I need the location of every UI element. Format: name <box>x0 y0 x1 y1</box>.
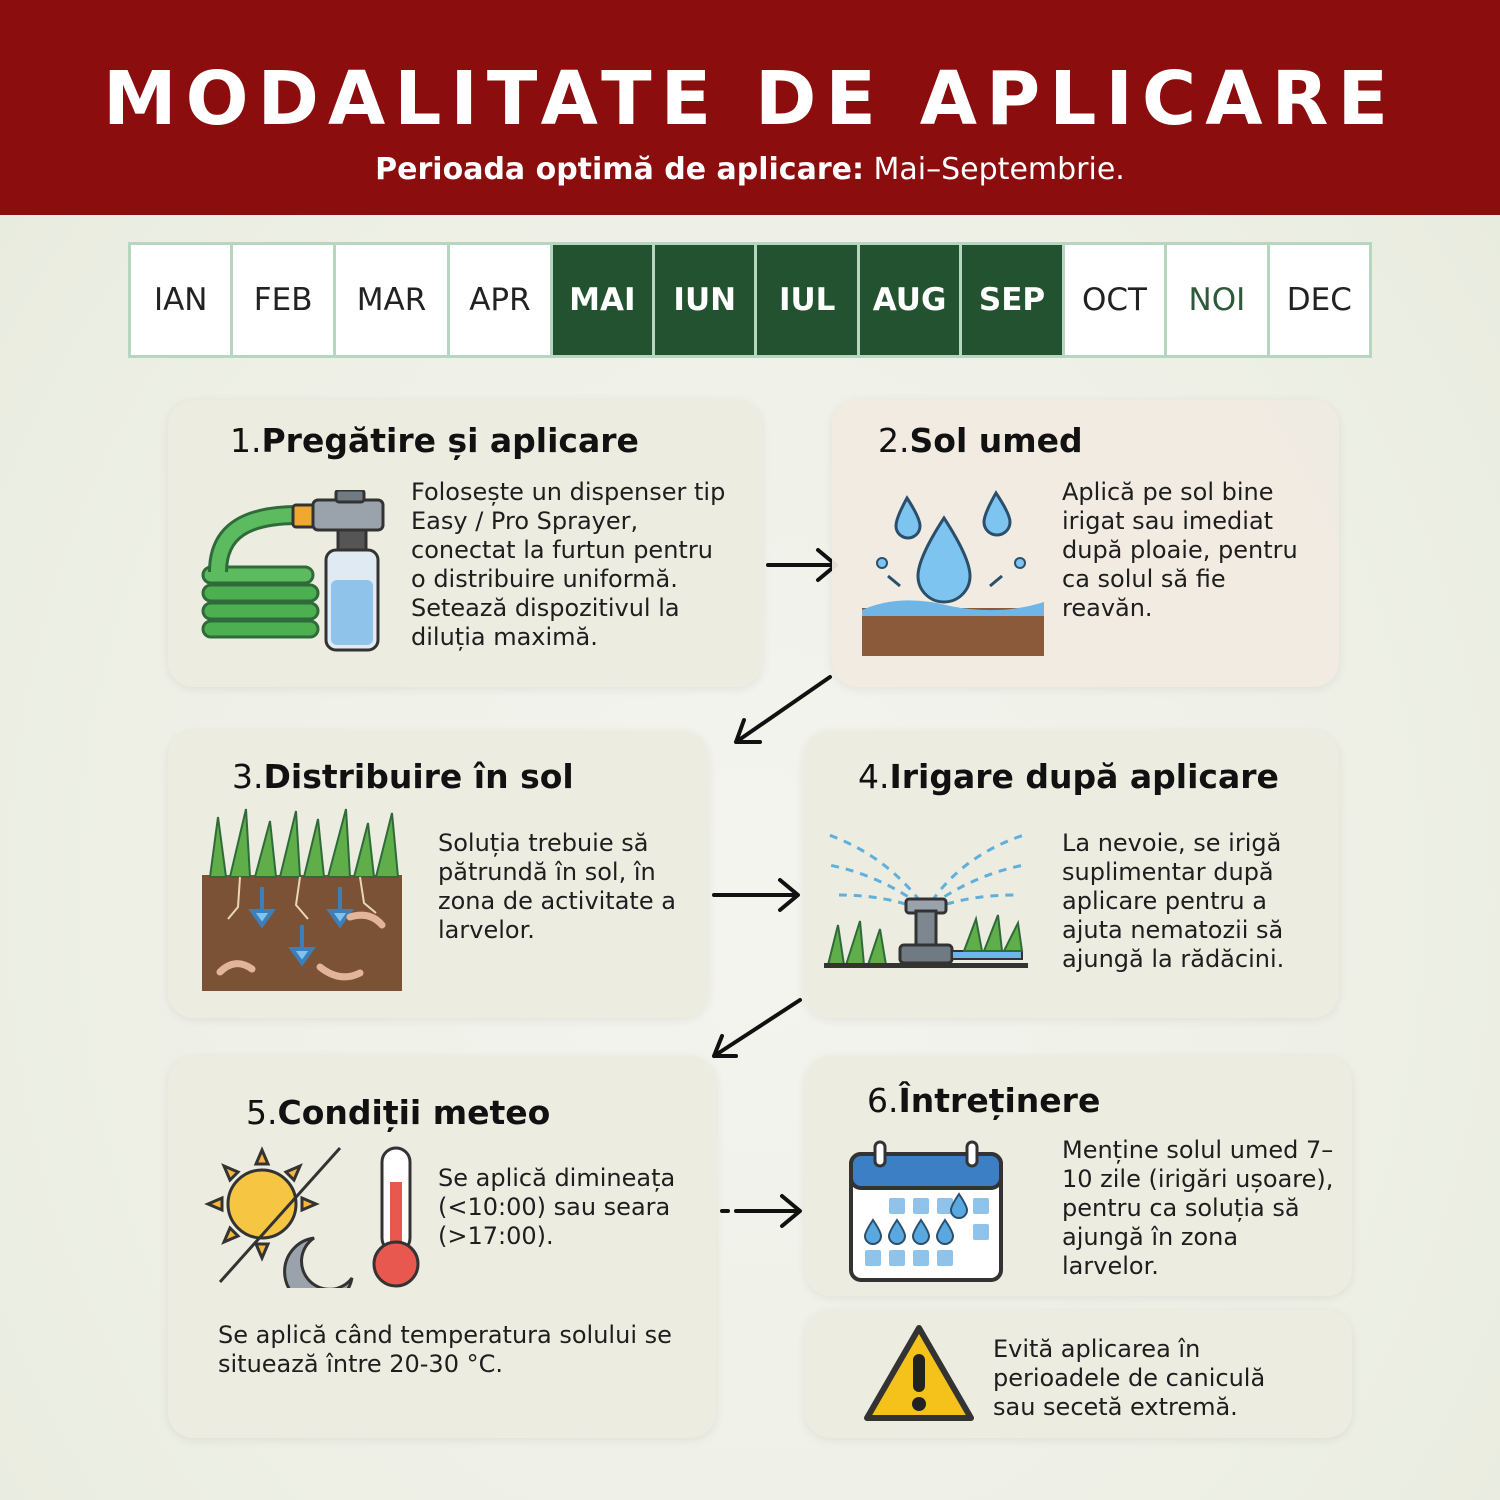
step-card-3: 3.Distribuire în sol Soluția trebuie să … <box>168 731 708 1018</box>
sprinkler-icon <box>824 833 1028 968</box>
month-cell: SEP <box>962 245 1065 355</box>
step-card-2: 2.Sol umed Aplică pe sol bine irigat sau… <box>832 400 1339 687</box>
month-cell: IAN <box>131 245 234 355</box>
page-subtitle: Perioada optimă de aplicare: Mai–Septemb… <box>0 155 1500 185</box>
step-text: Se aplică dimineața (<10:00) sau seara (… <box>438 1164 676 1250</box>
warning-icon <box>864 1325 974 1421</box>
month-cell: NOI <box>1167 245 1270 355</box>
arrow-right-icon <box>720 1194 802 1228</box>
step-title: 1.Pregătire și aplicare <box>230 421 639 460</box>
step-text: La nevoie, se irigă suplimentar după apl… <box>1062 829 1285 973</box>
warning-text: Evită aplicarea în perioadele de canicul… <box>993 1335 1266 1421</box>
month-cell: OCT <box>1064 245 1168 355</box>
arrow-right-icon <box>712 878 800 912</box>
step-note: Se aplică când temperatura solului se si… <box>218 1321 672 1378</box>
subtitle-period: Mai–Septembrie. <box>873 152 1125 187</box>
calendar-drops-icon <box>849 1140 1003 1282</box>
warning-card: Evită aplicarea în perioadele de canicul… <box>805 1310 1352 1438</box>
step-text: Folosește un dispenser tip Easy / Pro Sp… <box>411 478 726 651</box>
page-title: MODALITATE DE APLICARE <box>102 56 1398 142</box>
step-card-1: 1.Pregătire și aplicare Folosește un dis… <box>168 400 762 687</box>
subtitle-bold: Perioada optimă de aplicare: <box>375 152 864 187</box>
water-drops-soil-icon <box>862 490 1044 656</box>
step-text: Soluția trebuie să pătrundă în sol, în z… <box>438 829 676 944</box>
month-cell: IUL <box>757 245 860 355</box>
arrow-right-icon <box>766 548 838 582</box>
month-cell: MAI <box>552 245 656 355</box>
step-text: Menține solul umed 7–10 zile (irigări uș… <box>1062 1136 1334 1280</box>
step-title: 5.Condiții meteo <box>246 1093 551 1132</box>
month-cell: APR <box>450 245 553 355</box>
step-card-6: 6.Întreținere Menține solul umed 7–10 zi… <box>805 1056 1352 1296</box>
step-title: 4.Irigare după aplicare <box>858 757 1279 796</box>
month-cell: FEB <box>233 245 336 355</box>
hose-sprayer-icon <box>201 490 385 652</box>
step-title: 2.Sol umed <box>878 421 1083 460</box>
step-card-5: 5.Condiții meteo Se aplică dimineața (<1… <box>168 1056 716 1438</box>
sun-moon-thermometer-icon <box>204 1146 420 1288</box>
grass-soil-larvae-icon <box>202 808 402 991</box>
month-cell: DEC <box>1269 245 1369 355</box>
arrow-down-left-icon <box>734 675 832 744</box>
month-cell: IUN <box>655 245 758 355</box>
arrow-down-left-icon <box>712 998 802 1058</box>
step-title: 3.Distribuire în sol <box>232 757 574 796</box>
step-text: Aplică pe sol bine irigat sau imediat du… <box>1062 478 1298 622</box>
month-cell: MAR <box>335 245 451 355</box>
month-cell: AUG <box>859 245 963 355</box>
step-title: 6.Întreținere <box>867 1081 1101 1120</box>
header-banner: MODALITATE DE APLICARE Perioada optimă d… <box>0 0 1500 215</box>
month-strip: IAN FEB MAR APR MAI IUN IUL AUG SEP OCT … <box>128 242 1372 358</box>
step-card-4: 4.Irigare după aplicare La nevoie, se ir… <box>804 731 1339 1018</box>
